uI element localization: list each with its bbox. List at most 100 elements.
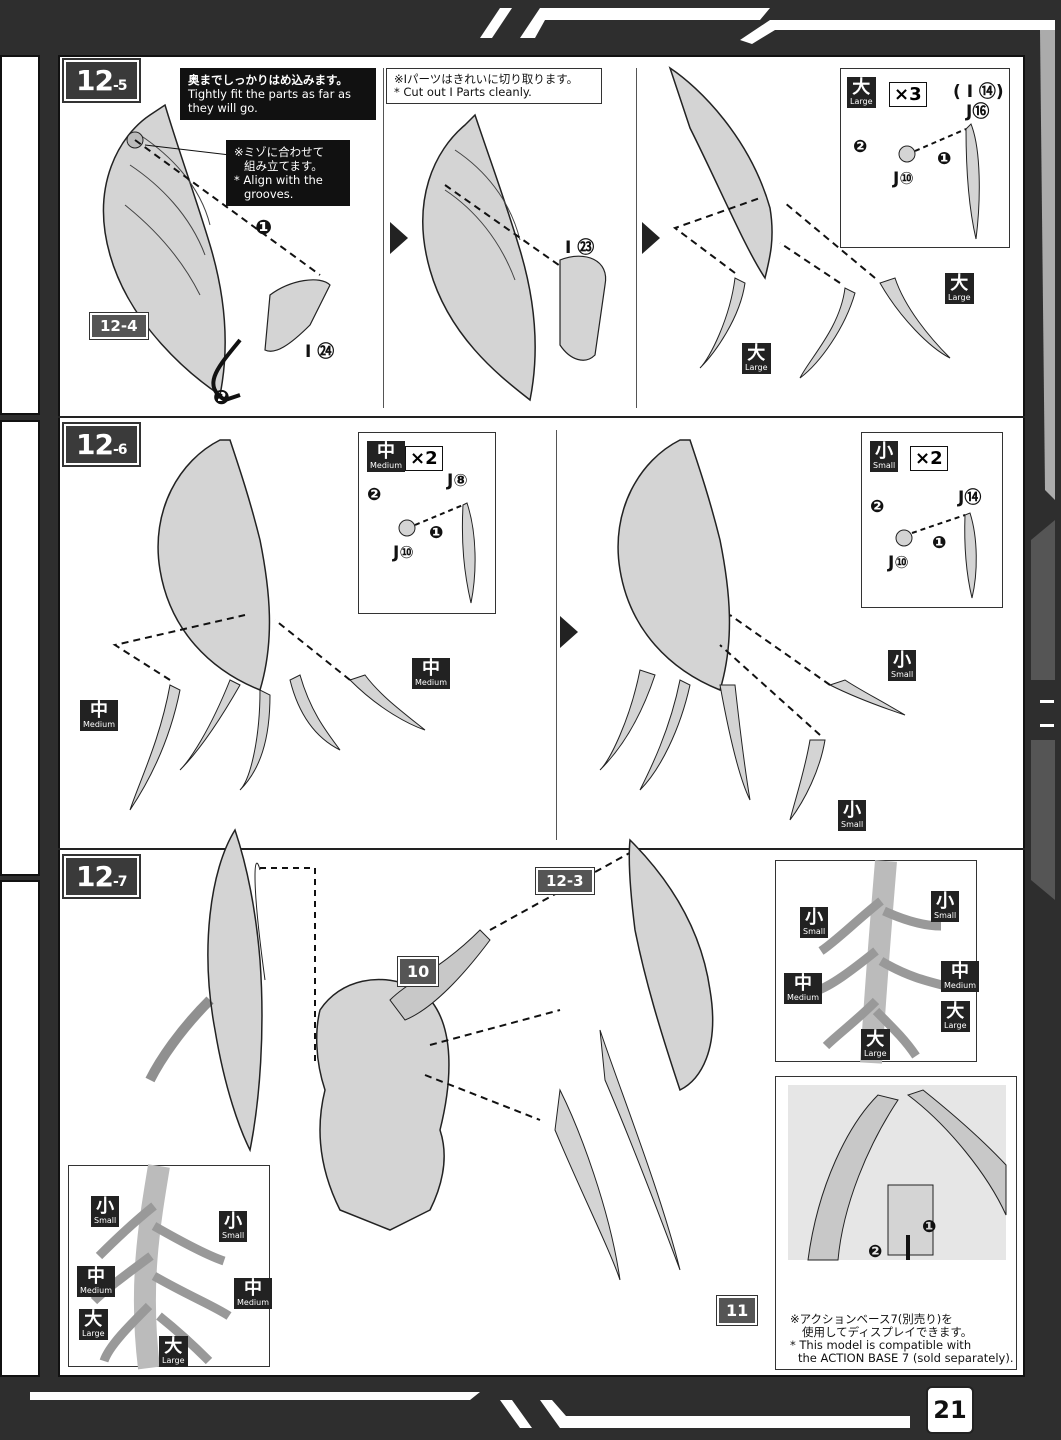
part-number-10: 10 (396, 956, 440, 987)
size-kanji: 中 (951, 961, 969, 982)
size-kanji: 中 (244, 1278, 262, 1299)
step-sub: -5 (112, 78, 128, 94)
size-en: Small (803, 927, 826, 936)
size-en: Small (873, 461, 896, 470)
size-en: Medium (944, 981, 976, 990)
part-label-j10: J⑩ (893, 169, 914, 189)
size-en: Small (934, 911, 957, 920)
size-en: Small (94, 1216, 117, 1225)
feather-fan (90, 1164, 232, 1370)
fit-note-jp: 奥までしっかりはめ込みます。 (188, 73, 348, 87)
multiplier-x2: ×2 (910, 446, 948, 471)
size-kanji: 大 (747, 343, 766, 364)
base-note-en1: * This model is compatible with (790, 1338, 972, 1352)
wing-with-feathers-illustration (668, 66, 951, 379)
size-en: Medium (787, 993, 819, 1002)
fit-note: 奥までしっかりはめ込みます。 Tightly fit the parts as … (180, 68, 376, 120)
size-en: Large (745, 363, 768, 372)
size-en: Small (222, 1231, 245, 1240)
size-kanji: 小 (224, 1211, 243, 1232)
size-en: Medium (370, 461, 402, 470)
groove-note-en1: * Align with the (234, 173, 323, 187)
cut-note-jp: ※Iパーツはきれいに切り取ります。 (394, 72, 579, 86)
cut-note-en: * Cut out I Parts cleanly. (394, 85, 532, 99)
size-kanji: 大 (164, 1336, 183, 1357)
size-kanji: 小 (96, 1196, 115, 1217)
feather-part (898, 123, 980, 240)
size-kanji: 小 (843, 800, 862, 821)
size-en: Medium (237, 1298, 269, 1307)
part-label-j16: J⑯ (966, 102, 990, 122)
step-number: 12 (76, 860, 114, 893)
step-marker-2: ❷ (870, 497, 885, 517)
ref-tag-12-3: 12-3 (535, 867, 595, 895)
previous-page-strip-bottom (0, 880, 40, 1377)
row-divider (58, 848, 1025, 850)
ref-tag-12-4: 12-4 (89, 312, 149, 340)
action-base-illustration (788, 1085, 1007, 1261)
groove-note-jp2: 組み立てます。 (244, 159, 323, 173)
part-label-j10: J⑩ (888, 553, 909, 573)
previous-page-strip-mid (0, 420, 40, 876)
step-label-12-5: 12-5 (62, 58, 141, 103)
size-kanji: 中 (87, 1266, 105, 1287)
next-arrow (390, 222, 408, 254)
step-marker-1: ❶ (429, 523, 444, 543)
step-label-12-6: 12-6 (62, 422, 141, 467)
groove-note-jp1: ※ミゾに合わせて (234, 145, 325, 159)
size-kanji: 大 (852, 77, 871, 98)
column-divider (383, 68, 384, 408)
inset-action-base: ❶ ❷ ※アクションベース7(別売り)を 使用してディスプレイできます。 * T… (775, 1076, 1017, 1370)
wing-illustration (102, 103, 331, 403)
column-divider (556, 430, 557, 840)
size-kanji: 大 (866, 1029, 885, 1050)
size-kanji: 大 (950, 273, 969, 294)
size-kanji: 小 (936, 891, 955, 912)
size-en: Large (850, 97, 873, 106)
next-arrow (642, 222, 660, 254)
part-label-i24: I ㉔ (305, 342, 335, 362)
wing-small-feathers-illustration (599, 439, 906, 821)
size-en: Medium (415, 678, 447, 687)
step-number: 12 (76, 64, 114, 97)
step-sub: -7 (112, 874, 128, 890)
base-note-jp2: 使用してディスプレイできます。 (802, 1325, 973, 1339)
multiplier-x2: ×2 (405, 446, 443, 471)
size-kanji: 中 (422, 658, 440, 679)
size-en: Large (864, 1049, 887, 1058)
step-marker-1: ❶ (255, 215, 272, 239)
size-kanji: 中 (377, 441, 395, 462)
size-en: Large (944, 1021, 967, 1030)
size-kanji: 中 (90, 700, 108, 721)
size-kanji: 大 (946, 1001, 965, 1022)
part-label-j14: J⑭ (958, 488, 982, 508)
column-divider (636, 68, 637, 408)
part-label-i14: ( I ⑭) (953, 82, 1004, 102)
part-label-i23: I ㉓ (565, 238, 595, 258)
groove-note-en2: grooves. (244, 187, 294, 201)
step-marker-1: ❶ (922, 1217, 937, 1237)
size-kanji: 中 (794, 973, 812, 994)
cut-note: ※Iパーツはきれいに切り取ります。 * Cut out I Parts clea… (386, 68, 602, 104)
groove-note: ※ミゾに合わせて 組み立てます。 * Align with the groove… (226, 140, 350, 206)
